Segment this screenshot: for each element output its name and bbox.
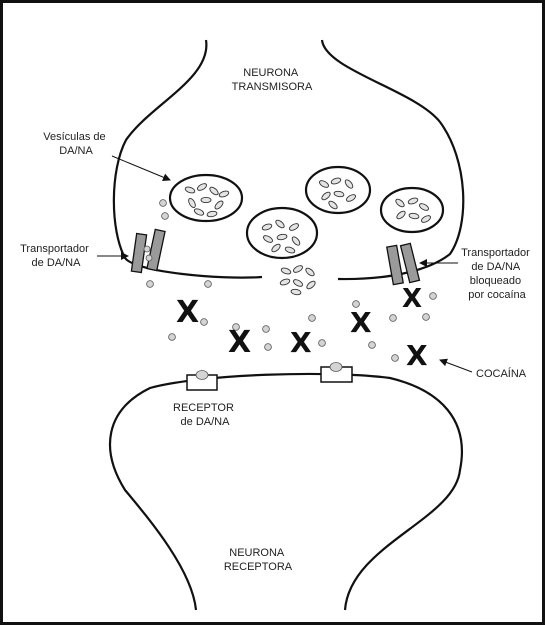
neurotransmitter-grain bbox=[218, 190, 230, 198]
cocaine-molecule: X bbox=[406, 339, 428, 372]
neurotransmitter-grain bbox=[263, 235, 273, 243]
neurotransmitter-dot bbox=[159, 199, 167, 207]
neurotransmitter-grain bbox=[396, 210, 406, 220]
cocaine-molecule: X bbox=[176, 295, 199, 330]
svg-text:X: X bbox=[350, 306, 372, 339]
neurotransmitter-grain bbox=[276, 233, 288, 241]
receptor-label: RECEPTOR de DA/NA bbox=[173, 402, 237, 428]
neurotransmitter-grain bbox=[284, 246, 296, 254]
cocaine-label: COCAÍNA bbox=[476, 367, 527, 380]
transporter-right-label: Transportador de DA/NA bloqueado por coc… bbox=[461, 247, 533, 301]
receiver-neuron-membrane bbox=[108, 372, 463, 611]
vesicle bbox=[304, 165, 372, 215]
neurotransmitter-grain bbox=[280, 267, 292, 275]
neurotransmitter-dot bbox=[146, 280, 154, 288]
neurotransmitter-grain bbox=[344, 179, 354, 189]
receptor bbox=[320, 362, 353, 383]
neurotransmitter-dot bbox=[204, 280, 212, 288]
neurotransmitter-grain bbox=[200, 196, 212, 204]
neurotransmitter-grain bbox=[407, 197, 419, 205]
neurotransmitter-grain bbox=[279, 278, 291, 286]
vesicle bbox=[245, 206, 319, 260]
neurotransmitter-grain bbox=[291, 236, 301, 246]
neurotransmitter-dot bbox=[352, 300, 360, 308]
neurotransmitter-grain bbox=[321, 191, 331, 201]
neurotransmitter-dot bbox=[200, 318, 208, 326]
neurotransmitter-grain bbox=[419, 203, 429, 211]
neurotransmitter-dot bbox=[429, 292, 437, 300]
receptor bbox=[186, 370, 218, 391]
neurotransmitter-dot bbox=[391, 354, 399, 362]
vesicles-label: Vesículas de DA/NA bbox=[43, 131, 108, 157]
neurotransmitter-dot bbox=[368, 341, 376, 349]
svg-text:X: X bbox=[228, 325, 251, 360]
vesicle bbox=[379, 186, 445, 234]
neurotransmitter-dot bbox=[264, 343, 272, 351]
neurotransmitter-molecules bbox=[146, 199, 437, 362]
cocaine-molecule: X bbox=[402, 284, 422, 314]
neurotransmitter-grain bbox=[408, 212, 420, 220]
neurotransmitter-dot bbox=[161, 212, 169, 220]
neurotransmitter-grain bbox=[293, 279, 303, 287]
neurotransmitter-grain bbox=[319, 180, 329, 188]
neurotransmitter-grain bbox=[305, 267, 315, 277]
svg-text:X: X bbox=[402, 284, 422, 314]
transmitter-neuron-label: NEURONA TRANSMISORA bbox=[232, 67, 313, 93]
neurotransmitter-grain bbox=[346, 194, 356, 202]
neurotransmitter-dot bbox=[232, 323, 240, 331]
cocaine-pointer-arrow bbox=[439, 358, 473, 373]
cocaine-molecule: X bbox=[350, 306, 372, 339]
svg-text:X: X bbox=[290, 326, 312, 359]
vesicle-pointer-arrow bbox=[111, 155, 171, 182]
svg-text:X: X bbox=[176, 295, 199, 330]
neurotransmitter-grain bbox=[188, 198, 196, 208]
neurotransmitter-grain bbox=[328, 200, 338, 210]
cocaine-molecule: X bbox=[228, 325, 251, 360]
neurotransmitter-grain bbox=[261, 223, 273, 231]
neurotransmitter-grain bbox=[330, 177, 342, 185]
cocaine-molecule: X bbox=[290, 326, 312, 359]
neurotransmitter-grain bbox=[214, 200, 224, 210]
neurotransmitter-grain bbox=[209, 186, 219, 196]
neurotransmitter-grain bbox=[395, 198, 405, 208]
neurotransmitter-grain bbox=[275, 219, 285, 229]
neurotransmitter-grain bbox=[293, 265, 303, 273]
neurotransmitter-grain bbox=[421, 215, 431, 223]
neurotransmitter-grains bbox=[184, 177, 431, 296]
neurotransmitter-grain bbox=[306, 280, 316, 290]
neurotransmitter-grain bbox=[206, 210, 218, 218]
neurotransmitter-dot bbox=[262, 325, 270, 333]
neurotransmitter-grain bbox=[193, 208, 205, 216]
neurotransmitter-grain bbox=[290, 288, 302, 296]
neurotransmitter-dot bbox=[389, 314, 397, 322]
neurotransmitter-dot bbox=[168, 333, 176, 341]
neurotransmitter-grain bbox=[289, 223, 299, 231]
receiver-neuron-label: NEURONA RECEPTORA bbox=[224, 547, 293, 573]
transporter-left-label: Transportador de DA/NA bbox=[20, 243, 92, 269]
neurotransmitter-grain bbox=[271, 243, 281, 253]
neurotransmitter-grain bbox=[184, 186, 196, 194]
transporter-left bbox=[130, 228, 166, 274]
neurotransmitter-dot bbox=[422, 313, 430, 321]
neurotransmitter-grain bbox=[197, 183, 207, 191]
neurotransmitter-grain bbox=[333, 190, 345, 198]
svg-text:X: X bbox=[406, 339, 428, 372]
transporter-right-blocked bbox=[386, 242, 421, 286]
neurotransmitter-dot bbox=[308, 314, 316, 322]
neurotransmitter-dot bbox=[318, 339, 326, 347]
